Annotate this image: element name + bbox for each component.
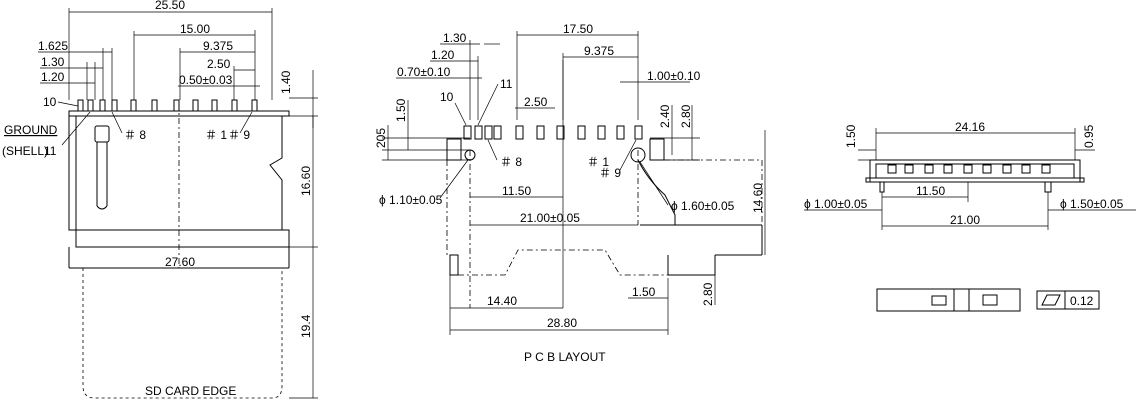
sd-card-edge-label: SD CARD EDGE bbox=[145, 384, 236, 398]
pcb-hole-small-label: ϕ 1.10±0.05 bbox=[379, 193, 443, 207]
pcb-pin8-label: ＃ 8 bbox=[500, 155, 522, 169]
pcb-dim-130: 1.30 bbox=[443, 31, 467, 45]
pcb-layout-title: P C B LAYOUT bbox=[524, 350, 606, 364]
pcb-dim-9375: 9.375 bbox=[584, 44, 614, 58]
pcb-dim-280-bottom: 2.80 bbox=[701, 282, 715, 306]
flatness-value-box bbox=[1064, 290, 1100, 310]
side-dim-1150: 11.50 bbox=[916, 184, 945, 198]
left-pin9-label: ＃ 9 bbox=[228, 128, 250, 142]
pcb-pin1-label: ＃ 1 bbox=[587, 155, 609, 169]
pin11-label: 11 bbox=[44, 144, 57, 158]
flatness-value: 0.12 bbox=[1070, 294, 1094, 308]
left-pin8-label: ＃ 8 bbox=[124, 128, 146, 142]
pcb-dim-280-top: 2.80 bbox=[679, 104, 693, 128]
dim-pitch: 2.50 bbox=[207, 57, 231, 71]
left-view: 25.50 15.00 9.375 2.50 0.50±0.03 1.625 1… bbox=[2, 0, 318, 399]
pcb-hole-large-label: ϕ 1.60±0.05 bbox=[671, 199, 735, 213]
shell-label: (SHELL) bbox=[2, 144, 48, 158]
pcb-dim-1460: 14.60 bbox=[751, 183, 765, 213]
hole-large bbox=[630, 147, 646, 163]
left-pin1-label: ＃ 1 bbox=[205, 128, 227, 142]
dim-130: 1.30 bbox=[41, 55, 65, 69]
pcb-pin10-label: 10 bbox=[440, 90, 454, 104]
dim-body-width: 27.60 bbox=[165, 255, 195, 269]
pcb-pin11-label: 11 bbox=[500, 77, 513, 91]
dim-height-1660: 16.60 bbox=[299, 166, 313, 196]
pcb-layout-view: 17.50 9.375 1.30 1.20 0.70±0.10 1.00±0.1… bbox=[374, 22, 766, 364]
pcb-dim-1440: 14.40 bbox=[487, 294, 517, 308]
ground-label: GROUND bbox=[4, 123, 58, 137]
dim-1625: 1.625 bbox=[38, 39, 68, 53]
pcb-dim-120: 1.20 bbox=[431, 48, 455, 62]
pin10-label: 10 bbox=[43, 95, 57, 109]
side-dim-100: ϕ 1.00±0.05 bbox=[804, 197, 868, 211]
pcb-dim-1150: 11.50 bbox=[502, 184, 531, 198]
dim-total-width: 25.50 bbox=[155, 0, 185, 12]
pcb-pads bbox=[463, 125, 643, 140]
pcb-dim-070: 0.70±0.10 bbox=[397, 65, 451, 79]
pcb-pin9-label: ＃ 9 bbox=[599, 166, 621, 180]
side-dim-150: 1.50 bbox=[844, 124, 858, 148]
pcb-dim-250: 2.50 bbox=[524, 95, 548, 109]
left-pins bbox=[77, 99, 258, 112]
side-dim-2100: 21.00 bbox=[950, 213, 980, 227]
pcb-dim-2880: 28.80 bbox=[547, 316, 577, 330]
dim-pin-span: 15.00 bbox=[180, 22, 210, 36]
dim-card-length: 19.4 bbox=[299, 314, 313, 338]
pcb-dim-100: 1.00±0.10 bbox=[647, 69, 701, 83]
side-view: 24.16 1.50 0.95 11.50 ϕ 1.00±0.0 bbox=[804, 120, 1136, 230]
dim-120: 1.20 bbox=[41, 70, 65, 84]
dim-height-140: 1.40 bbox=[279, 70, 293, 94]
pcb-dim-205: 205 bbox=[374, 128, 388, 148]
dim-pin-pitch-span: 9.375 bbox=[203, 39, 233, 53]
side-dim-2416: 24.16 bbox=[955, 120, 985, 134]
flatness-symbol-box bbox=[1036, 290, 1066, 310]
dim-pin-width: 0.50±0.03 bbox=[179, 73, 233, 87]
flatness-icon bbox=[1041, 294, 1061, 306]
side-contacts bbox=[887, 164, 1051, 174]
pcb-dim-240: 2.40 bbox=[658, 104, 672, 128]
pcb-dim-1750: 17.50 bbox=[563, 22, 593, 36]
bottom-small-view: 0.12 bbox=[876, 288, 1100, 312]
pcb-dim-150-h: 1.50 bbox=[632, 285, 656, 299]
side-dim-095: 0.95 bbox=[1082, 124, 1096, 148]
side-dim-150-hole: ϕ 1.50±0.05 bbox=[1060, 197, 1124, 211]
pcb-dim-150-v: 1.50 bbox=[394, 98, 408, 122]
pcb-dim-2100: 21.00±0.05 bbox=[520, 211, 580, 225]
